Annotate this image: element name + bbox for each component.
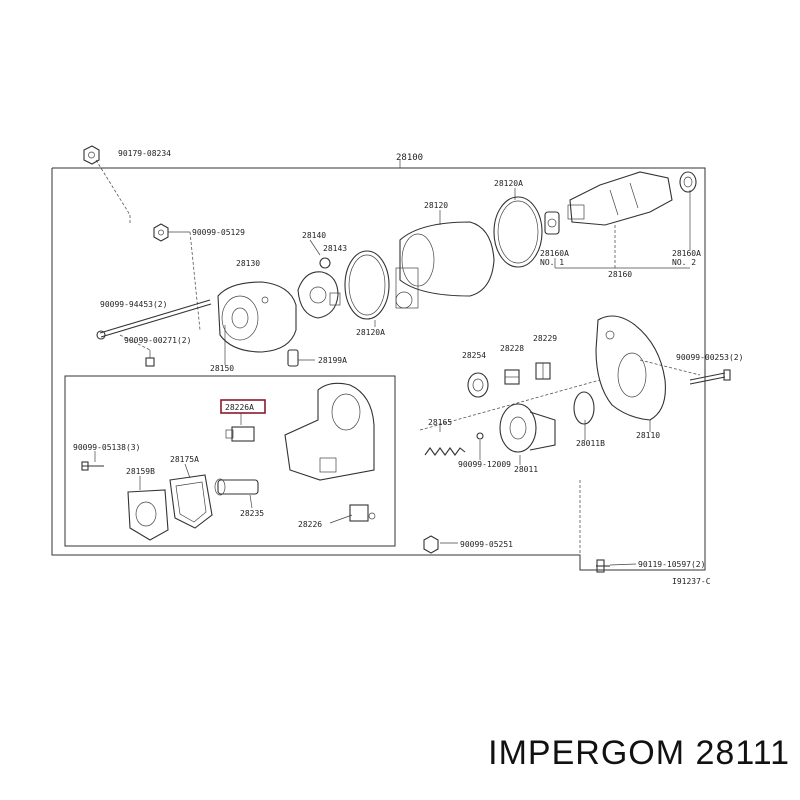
label-no1: NO. 1 — [540, 258, 564, 267]
leader-lines — [94, 159, 701, 566]
part-28011B-oring — [573, 391, 595, 425]
label-28160A-left: 28160A — [540, 249, 569, 258]
label-28159B: 28159B — [126, 467, 155, 476]
part-28140-brush-holder — [297, 271, 341, 319]
part-28228-retainer — [504, 369, 520, 385]
label-90099-94453: 90099-94453(2) — [100, 300, 167, 309]
label-28150: 28150 — [210, 364, 234, 373]
label-28165: 28165 — [428, 418, 452, 427]
label-28160: 28160 — [608, 270, 632, 279]
assembly-frame — [51, 167, 706, 571]
part-28165-spring — [424, 447, 466, 456]
label-28254: 28254 — [462, 351, 486, 360]
part-90119-10597-bolt — [596, 559, 610, 573]
label-no2: NO. 2 — [672, 258, 696, 267]
label-28199A: 28199A — [318, 356, 347, 365]
label-90099-00271: 90099-00271(2) — [124, 336, 191, 345]
part-28160A-washer-no1 — [544, 211, 560, 235]
label-28226: 28226 — [298, 520, 322, 529]
part-28130-commutator-end-frame — [217, 281, 297, 353]
label-90099-00253: 90099-00253(2) — [676, 353, 743, 362]
label-28226A: 28226A — [225, 403, 254, 412]
highlight-28226A: 28226A — [220, 399, 266, 414]
part-28226-terminal — [349, 504, 376, 522]
part-28159B-cover — [127, 489, 169, 541]
part-28226A-terminal — [225, 426, 255, 442]
label-90179-08234: 90179-08234 — [118, 149, 171, 158]
label-28229: 28229 — [533, 334, 557, 343]
label-28120A-mid: 28120A — [356, 328, 385, 337]
part-28254-bearing — [467, 372, 489, 398]
part-28235-plunger — [214, 478, 259, 496]
part-28229-ball — [535, 362, 551, 380]
label-28120A-top: 28120A — [494, 179, 523, 188]
part-90099-05129-nut — [153, 223, 169, 242]
label-28120: 28120 — [424, 201, 448, 210]
part-28175A-gasket — [169, 474, 213, 529]
label-90099-05129: 90099-05129 — [192, 228, 245, 237]
label-28228: 28228 — [500, 344, 524, 353]
label-28143: 28143 — [323, 244, 347, 253]
part-solenoid-housing — [284, 382, 375, 481]
part-90099-00271-screw — [145, 350, 155, 367]
part-28110-drive-housing — [595, 315, 666, 421]
label-28160A-right: 28160A — [672, 249, 701, 258]
part-28120A-oring-mid — [344, 250, 390, 320]
label-28235: 28235 — [240, 509, 264, 518]
part-28011-clutch — [499, 403, 556, 453]
label-28140: 28140 — [302, 231, 326, 240]
part-28120-yoke-armature — [395, 221, 495, 309]
part-90099-05138-screw — [81, 461, 104, 471]
label-28175A: 28175A — [170, 455, 199, 464]
part-90099-05251-nut — [423, 535, 439, 554]
part-90099-00253-bolt — [689, 369, 731, 385]
product-title: IMPERGOM 28111 — [488, 734, 790, 772]
label-reference-code: I91237-C — [672, 577, 711, 586]
part-28160A-washer-no2 — [679, 171, 697, 193]
part-28120A-oring-top — [493, 196, 543, 268]
part-28199A-plug — [287, 349, 299, 367]
part-28143-gasket — [319, 257, 331, 269]
label-90099-05251: 90099-05251 — [460, 540, 513, 549]
part-90099-94453-through-bolt — [96, 299, 212, 340]
label-28110: 28110 — [636, 431, 660, 440]
part-90099-12009-ball — [476, 432, 484, 440]
label-90119-10597: 90119-10597(2) — [638, 560, 705, 569]
label-90099-12009: 90099-12009 — [458, 460, 511, 469]
solenoid-subassembly-box — [64, 375, 396, 547]
label-90099-05138: 90099-05138(3) — [73, 443, 140, 452]
label-28100: 28100 — [396, 153, 423, 163]
part-90179-08234-nut — [83, 145, 100, 165]
label-28130: 28130 — [236, 259, 260, 268]
label-28011B: 28011B — [576, 439, 605, 448]
label-28011: 28011 — [514, 465, 538, 474]
part-28160-planetary-gear — [567, 171, 673, 226]
